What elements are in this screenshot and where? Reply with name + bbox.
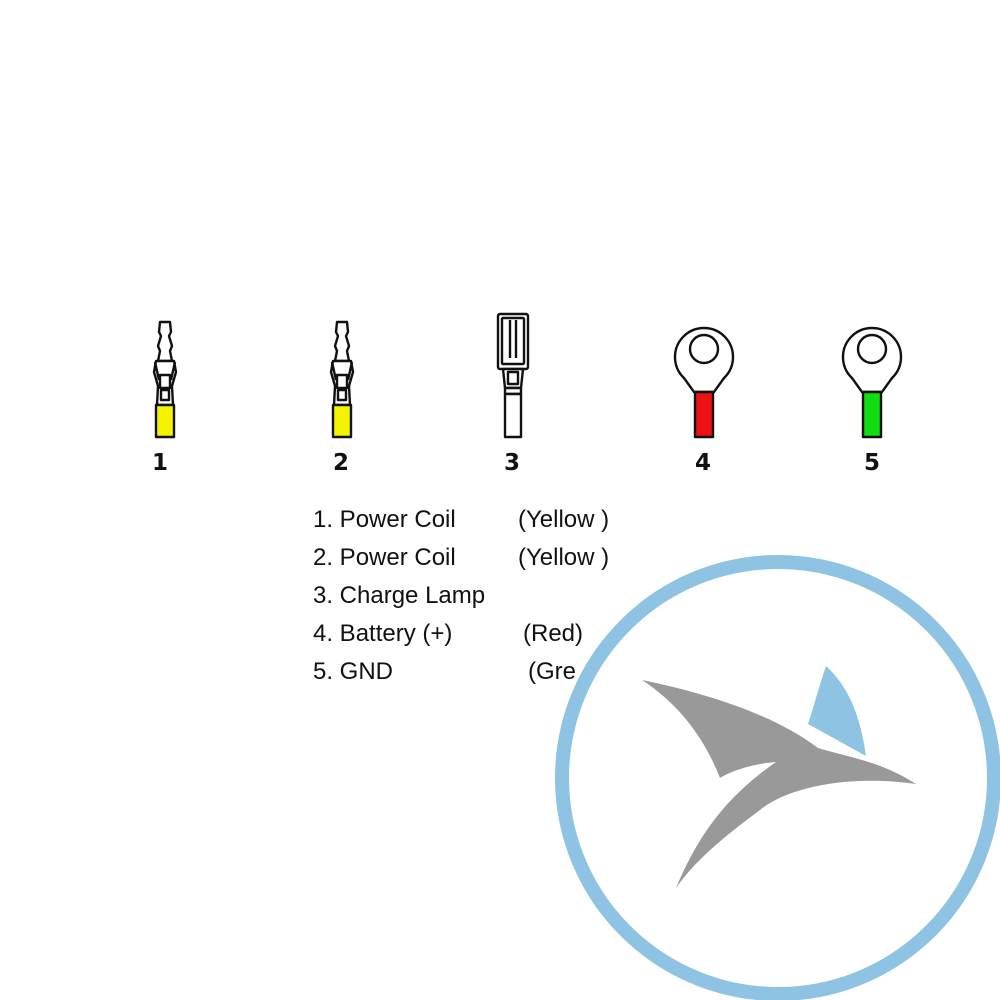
ring-terminal-icon [673,326,735,439]
wire-insulation [154,403,176,439]
wire-insulation [503,392,523,439]
connector-diagram [152,312,903,439]
legend-label: 2. Power Coil [313,544,456,571]
legend-color: (Red) [523,620,584,647]
wire-insulation [861,390,883,439]
wire-insulation [331,403,353,439]
connector-number-3: 3 [503,450,520,476]
connector-number-5: 5 [863,450,880,476]
bullet-connector-icon [329,320,355,439]
ring-terminal-icon [841,326,903,439]
connector-number-4: 4 [694,450,711,476]
legend-color: (Yellow ) [518,506,610,533]
legend-color: (Yellow ) [518,544,610,571]
legend-label: 4. Battery (+) [313,620,453,647]
connector-number-2: 2 [332,450,349,476]
wire-insulation [693,390,715,439]
connector-number-1: 1 [151,450,168,476]
bullet-connector-icon [152,320,178,439]
legend-label: 5. GND [313,658,394,685]
legend-label: 3. Charge Lamp [313,582,486,609]
legend-color: (Gre [528,658,576,685]
spade-connector-icon [496,312,530,439]
legend-label: 1. Power Coil [313,506,456,533]
